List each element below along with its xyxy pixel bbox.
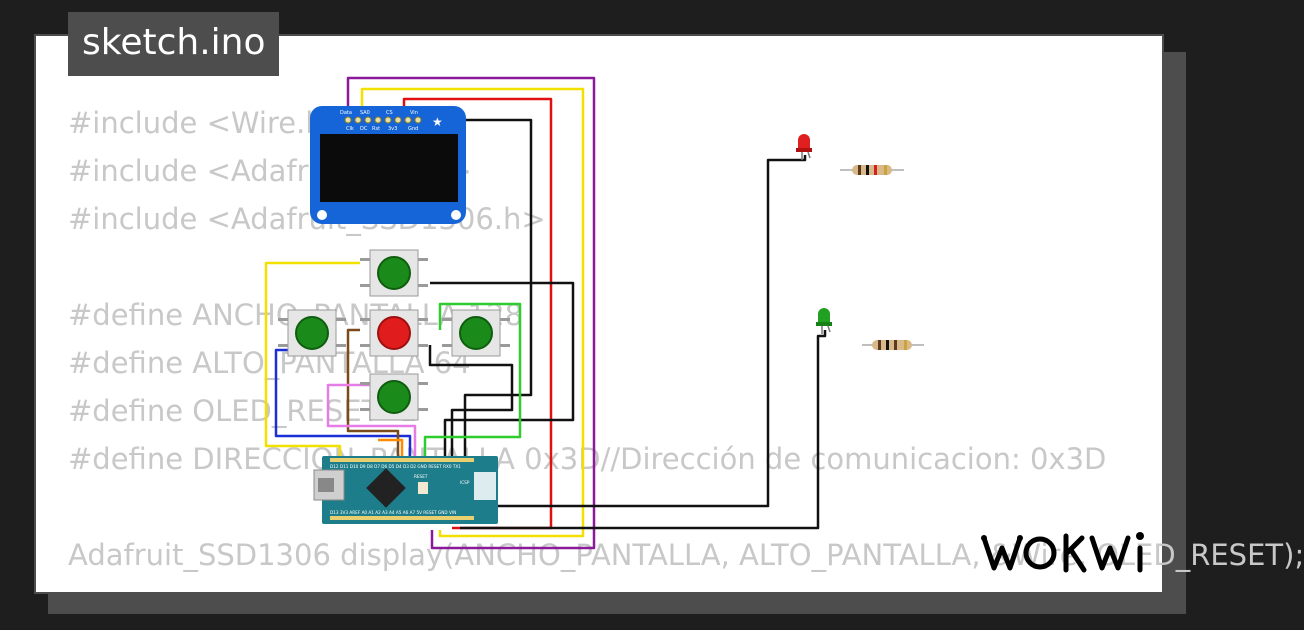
wire-black-center (428, 345, 514, 470)
wokwi-logo (981, 532, 1144, 573)
oled-label: 3v3 (388, 126, 397, 132)
arduino-icsp-label: ICSP (460, 480, 470, 485)
oled-label: DC (360, 126, 368, 132)
star-icon: ★ (432, 115, 443, 129)
resistor-1 (840, 165, 904, 175)
oled-display: ★ Data SA0 CS Vin Clk DC Rst 3v3 Gnd (310, 106, 466, 224)
led-red (796, 134, 812, 160)
wire-blue (274, 348, 412, 468)
wire-yellow-left (264, 261, 360, 480)
wire-led1 (470, 155, 807, 508)
pushbutton-right (442, 309, 510, 357)
pushbutton-left (278, 309, 346, 357)
circuit-diagram: ★ Data SA0 CS Vin Clk DC Rst 3v3 Gnd (264, 76, 924, 550)
code-line: #define DIRECCION_PANTALLA 0x3D//Direcci… (68, 442, 1107, 476)
arduino-top-pin-labels: D12 D11 D10 D9 D8 D7 D6 D5 D4 D3 D2 GND … (330, 464, 461, 469)
arduino-nano: D12 D11 D10 D9 D8 D7 D6 D5 D4 D3 D2 GND … (313, 456, 498, 524)
code-line: #include <Adafruit_SSD1306.h> (68, 202, 546, 236)
wire-green (423, 302, 522, 458)
oled-pins (344, 116, 422, 124)
oled-label: Rst (372, 126, 380, 132)
oled-label: Gnd (408, 126, 418, 132)
arduino-bottom-pin-labels: D13 3V3 AREF A0 A1 A2 A3 A4 A5 A6 A7 5V … (330, 510, 456, 515)
pushbutton-up (360, 249, 428, 297)
pushbutton-center (360, 309, 428, 357)
wires (264, 76, 827, 550)
led-green (816, 308, 832, 334)
wire-yellow (360, 87, 585, 538)
code-line: Adafruit_SSD1306 display(ANCHO_PANTALLA,… (68, 538, 1304, 572)
oled-label: CS (386, 110, 393, 116)
wire-led2 (460, 330, 827, 530)
arduino-reset-label: RESET (414, 474, 428, 479)
arduino-pins (330, 458, 474, 520)
oled-label: Clk (346, 126, 354, 132)
resistor-2 (862, 340, 924, 350)
oled-label: SA0 (360, 110, 370, 116)
wire-pink (326, 383, 417, 468)
wire-brown (346, 328, 400, 468)
oled-label: Vin (410, 110, 418, 116)
project-title[interactable]: sketch.ino (68, 12, 280, 76)
oled-label: Data (340, 110, 352, 116)
pushbutton-down (360, 373, 428, 421)
wire-purple (346, 76, 596, 550)
